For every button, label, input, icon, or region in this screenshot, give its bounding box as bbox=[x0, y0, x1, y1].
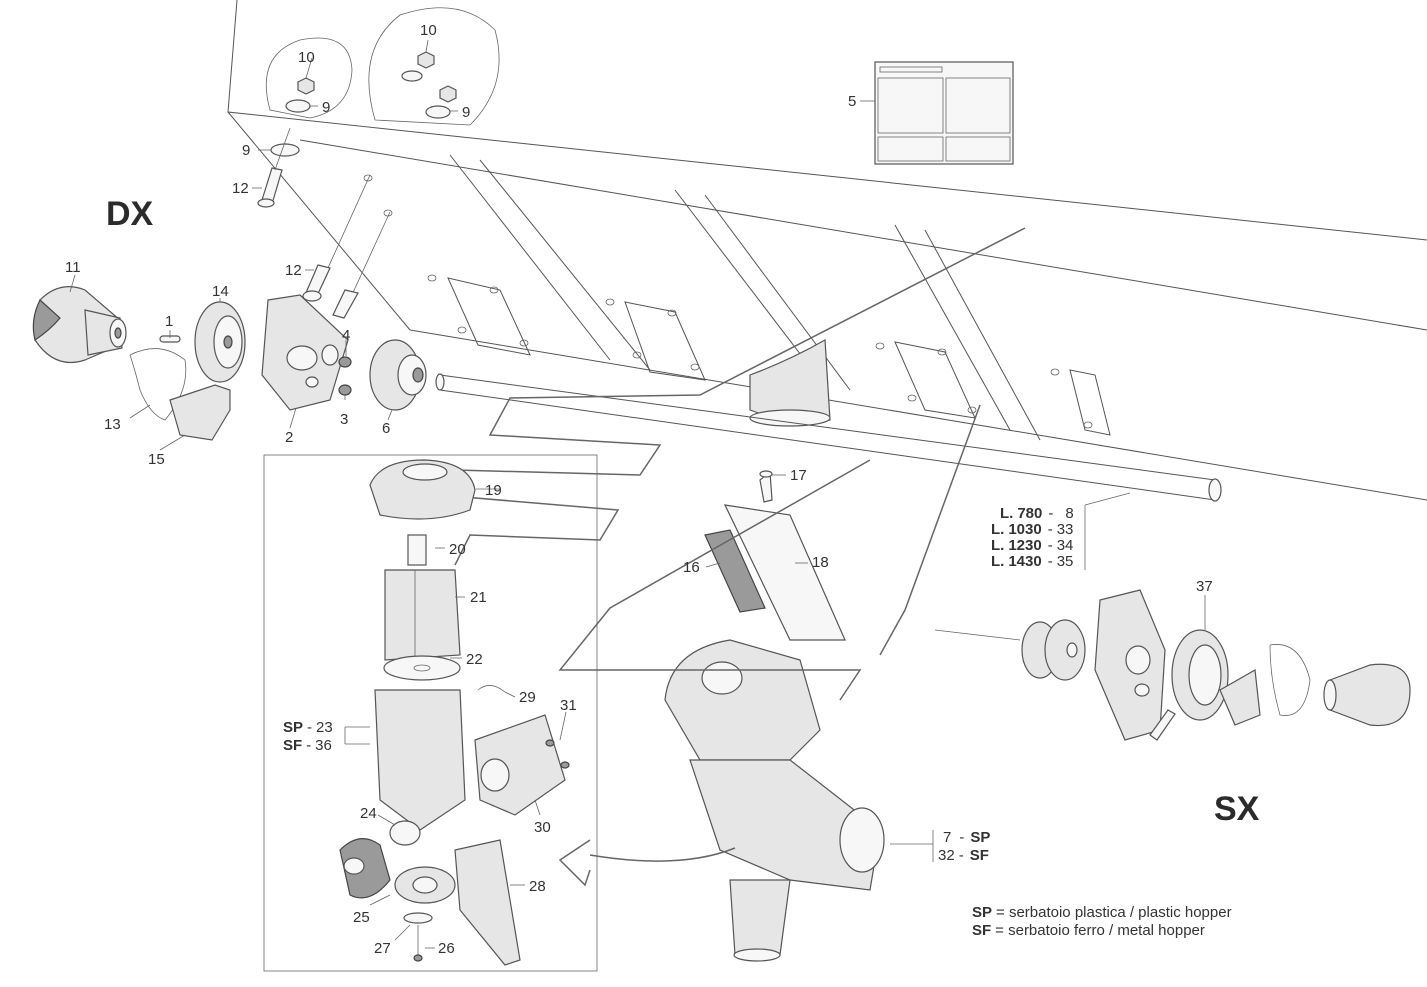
variant-sf-part: 36 bbox=[315, 737, 332, 754]
leader-lines bbox=[69, 39, 1206, 949]
callout-26: 26 bbox=[438, 940, 455, 957]
shaft-length: 780 bbox=[1017, 505, 1042, 522]
callout-20: 20 bbox=[449, 541, 466, 558]
callout-14: 14 bbox=[212, 283, 229, 300]
callout-31: 31 bbox=[560, 697, 577, 714]
variant-sp-row: SP-23 bbox=[283, 719, 333, 736]
callout-37: 37 bbox=[1196, 578, 1213, 595]
inset-variant-codes: SP-23 SF-36 bbox=[283, 719, 333, 754]
left-drive-assembly bbox=[32, 286, 427, 441]
variant-sp-part: 23 bbox=[316, 719, 333, 736]
callout-17: 17 bbox=[790, 467, 807, 484]
reference-arrow bbox=[558, 839, 736, 887]
outlet-sp-row: 7-SP bbox=[943, 829, 990, 846]
outlet-variant-codes: 7-SP 32-SF bbox=[938, 829, 990, 864]
callout-10: 10 bbox=[420, 22, 437, 39]
inset-outlet-internals bbox=[263, 454, 598, 972]
callout-22: 22 bbox=[466, 651, 483, 668]
shaft-length: 1230 bbox=[1008, 537, 1041, 554]
shaft-length-row: L.1030-33 bbox=[991, 521, 1073, 538]
callout-1: 1 bbox=[165, 313, 173, 330]
outlet-dash: - bbox=[959, 847, 964, 864]
variant-sf-code: SF bbox=[283, 737, 302, 754]
shaft-part: 8 bbox=[1065, 505, 1073, 522]
shaft-length-row: L.1430-35 bbox=[991, 553, 1073, 570]
callout-9: 9 bbox=[322, 99, 330, 116]
callout-9: 9 bbox=[242, 142, 250, 159]
callout-19: 19 bbox=[485, 482, 502, 499]
label-plate bbox=[874, 61, 1014, 165]
shaft-part: 33 bbox=[1057, 521, 1074, 538]
variant-dash: - bbox=[306, 737, 311, 754]
shaft-length: 1030 bbox=[1008, 521, 1041, 538]
shaft-dash: - bbox=[1048, 521, 1053, 538]
shaft-part: 34 bbox=[1057, 537, 1074, 554]
callout-12: 12 bbox=[285, 262, 302, 279]
shaft-prefix: L. bbox=[991, 521, 1004, 538]
shaft-length-table: L.780-8 L.1030-33 L.1230-34 L.1430-35 bbox=[991, 505, 1074, 570]
callout-25: 25 bbox=[353, 909, 370, 926]
callout-29: 29 bbox=[519, 689, 536, 706]
callout-27: 27 bbox=[374, 940, 391, 957]
ghost-arrows bbox=[438, 227, 1026, 701]
outlet-sf-code: SF bbox=[970, 847, 989, 864]
right-drive-assembly bbox=[934, 589, 1411, 741]
agitator-shaft bbox=[435, 373, 1222, 502]
legend-sp: SP= serbatoio plastica / plastic hopper bbox=[972, 904, 1232, 921]
shaft-length-row: L.780-8 bbox=[1000, 505, 1074, 522]
side-label-sx: SX bbox=[1214, 790, 1260, 828]
shaft-part: 35 bbox=[1057, 553, 1074, 570]
variant-sp-code: SP bbox=[283, 719, 303, 736]
callout-10: 10 bbox=[298, 49, 315, 66]
outlet-sf-part: 32 bbox=[938, 847, 955, 864]
legend-sp-code: SP bbox=[972, 904, 992, 921]
variant-dash: - bbox=[307, 719, 312, 736]
shaft-dash: - bbox=[1048, 553, 1053, 570]
callout-2: 2 bbox=[285, 429, 293, 446]
outlet-sp-code: SP bbox=[970, 829, 990, 846]
callout-3: 3 bbox=[340, 411, 348, 428]
callout-24: 24 bbox=[360, 805, 377, 822]
outlet-assembly bbox=[664, 470, 885, 962]
callout-13: 13 bbox=[104, 416, 121, 433]
legend-sf: SF= serbatoio ferro / metal hopper bbox=[972, 922, 1205, 939]
shaft-prefix: L. bbox=[991, 553, 1004, 570]
callout-4: 4 bbox=[342, 327, 350, 344]
side-labels: DX SX bbox=[106, 195, 1260, 828]
callout-5: 5 bbox=[848, 93, 856, 110]
variant-sf-row: SF-36 bbox=[283, 737, 332, 754]
callout-15: 15 bbox=[148, 451, 165, 468]
shaft-dash: - bbox=[1048, 505, 1053, 522]
callout-6: 6 bbox=[382, 420, 390, 437]
outlet-sp-part: 7 bbox=[943, 829, 951, 846]
callout-16: 16 bbox=[683, 559, 700, 576]
outlet-sf-row: 32-SF bbox=[938, 847, 989, 864]
outlet-dash: - bbox=[959, 829, 964, 846]
callout-28: 28 bbox=[529, 878, 546, 895]
legend: SP= serbatoio plastica / plastic hopper … bbox=[972, 904, 1232, 939]
long-bolts bbox=[302, 174, 393, 319]
callout-21: 21 bbox=[470, 589, 487, 606]
shaft-length-row: L.1230-34 bbox=[991, 537, 1073, 554]
shaft-prefix: L. bbox=[991, 537, 1004, 554]
legend-sf-code: SF bbox=[972, 922, 991, 939]
legend-sf-text: = serbatoio ferro / metal hopper bbox=[995, 922, 1205, 939]
part-callouts: 10 10 9 9 9 12 12 5 11 14 1 4 2 3 6 13 1… bbox=[65, 22, 1213, 957]
shaft-prefix: L. bbox=[1000, 505, 1013, 522]
shaft-dash: - bbox=[1048, 537, 1053, 554]
shaft-length: 1430 bbox=[1008, 553, 1041, 570]
callout-30: 30 bbox=[534, 819, 551, 836]
callout-18: 18 bbox=[812, 554, 829, 571]
callout-11: 11 bbox=[65, 259, 81, 276]
callout-9: 9 bbox=[462, 104, 470, 121]
callout-12: 12 bbox=[232, 180, 249, 197]
side-label-dx: DX bbox=[106, 195, 154, 233]
legend-sp-text: = serbatoio plastica / plastic hopper bbox=[996, 904, 1232, 921]
